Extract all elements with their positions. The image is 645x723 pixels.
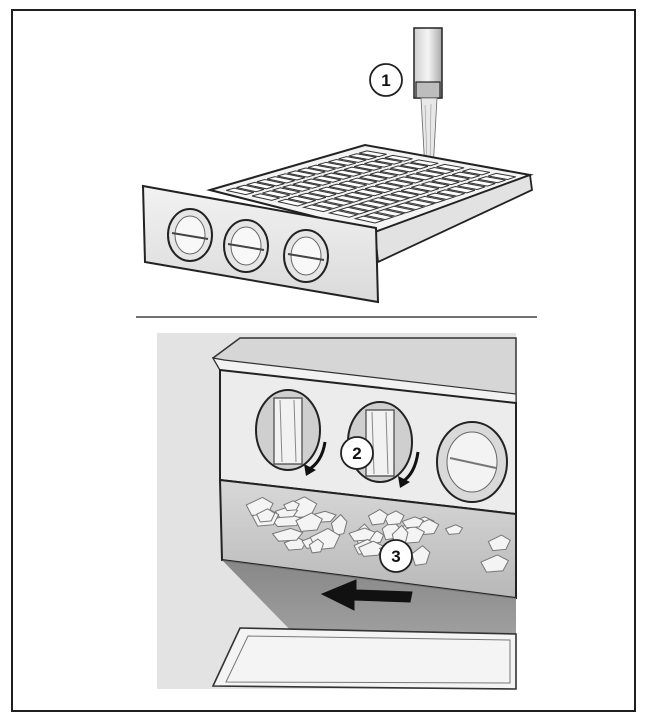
step-3-badge: 3 — [380, 540, 412, 572]
step-1-label: 1 — [381, 71, 390, 90]
ice-tray-illustration — [143, 28, 532, 302]
step-2-label: 2 — [352, 444, 361, 463]
housing-knob-3 — [437, 422, 507, 502]
step-3-label: 3 — [391, 547, 400, 566]
step-1-badge: 1 — [370, 64, 402, 96]
housing-knob-1 — [256, 390, 320, 470]
step-2-badge: 2 — [341, 437, 373, 469]
bottom-glass-shelf — [213, 628, 516, 689]
water-nozzle — [414, 28, 442, 170]
freezer-illustration — [157, 333, 516, 689]
